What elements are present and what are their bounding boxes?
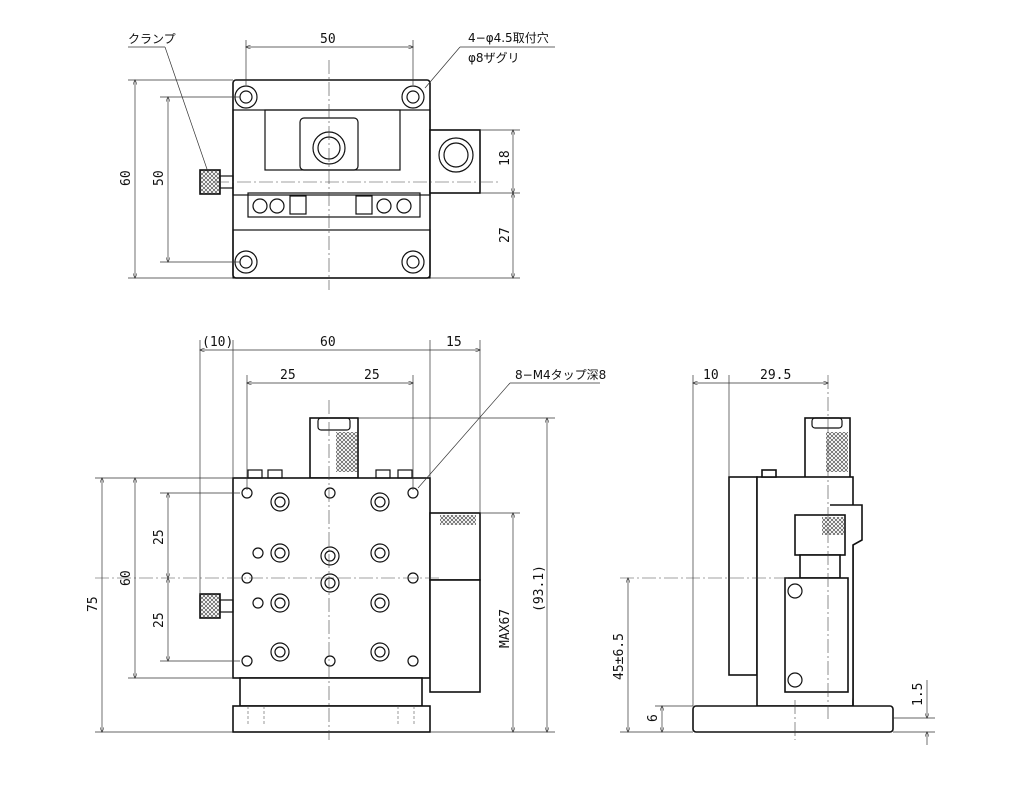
rail-screws xyxy=(252,195,412,215)
counterbore-hole xyxy=(370,642,390,662)
tap-hole xyxy=(252,547,264,559)
mount-hole-label: 4−φ4.5取付穴 xyxy=(468,30,549,45)
counterbore-hole xyxy=(270,492,290,512)
dim-total-height: 75 xyxy=(86,596,101,612)
dim-side-offset: 10 xyxy=(703,368,719,383)
side-view: 10 29.5 45±6.5 6 1.5 xyxy=(612,368,935,745)
dim-side-height: 45±6.5 xyxy=(612,633,627,680)
dim-top-hole-pitch: 50 xyxy=(152,170,167,186)
counterbore-hole xyxy=(374,597,386,609)
dim-micrometer-offset: 18 xyxy=(498,150,513,166)
tap-hole xyxy=(324,655,336,667)
tap-label: 8−M4タップ深8 xyxy=(515,368,606,382)
tap-bumps xyxy=(247,469,413,479)
dim-max: MAX67 xyxy=(498,609,513,648)
tap-hole xyxy=(252,597,264,609)
side-block xyxy=(784,577,849,693)
dim-overall: (93.1) xyxy=(532,565,547,612)
dim-top-height: 60 xyxy=(119,170,134,186)
counterbore-hole xyxy=(370,543,390,563)
rail-strip xyxy=(247,192,421,218)
dim-pitch-right: 25 xyxy=(364,368,380,383)
hole-grid xyxy=(241,487,419,667)
counterbore-hole xyxy=(374,496,386,508)
dim-top-width: 50 xyxy=(320,32,336,47)
tap-hole xyxy=(241,655,253,667)
counterbore-hole xyxy=(374,646,386,658)
counterbore-hole xyxy=(320,546,340,566)
dim-pitch-lower: 25 xyxy=(152,612,167,628)
dim-base: 6 xyxy=(646,714,661,722)
counterbore-hole xyxy=(324,550,336,562)
counterbore-hole xyxy=(270,642,290,662)
side-micrometer-top xyxy=(429,129,481,194)
counterbore-hole xyxy=(320,573,340,593)
tap-hole xyxy=(407,655,419,667)
dim-side-micrometer: 29.5 xyxy=(760,368,791,383)
counterbore-hole xyxy=(274,496,286,508)
counterbore-hole xyxy=(370,492,390,512)
counterbore-hole xyxy=(324,577,336,589)
dim-top-lower: 27 xyxy=(498,227,513,243)
counterbore-hole xyxy=(374,547,386,559)
counterbore-hole xyxy=(274,646,286,658)
dim-pitch-left: 25 xyxy=(280,368,296,383)
dim-clamp-offset: (10) xyxy=(202,335,233,350)
top-view: 50 クランプ 4−φ4.5取付穴 φ8ザグリ 60 50 18 27 xyxy=(119,30,555,290)
tap-hole xyxy=(324,487,336,499)
counterbore-label: φ8ザグリ xyxy=(468,51,520,65)
counterbore-hole xyxy=(270,593,290,613)
counterbore-hole xyxy=(274,597,286,609)
clamp-knob-front-icon xyxy=(199,593,221,619)
dim-stage-height: 60 xyxy=(119,570,134,586)
clamp-label: クランプ xyxy=(128,32,176,46)
base-plate-side xyxy=(692,705,894,733)
dim-pitch-upper: 25 xyxy=(152,529,167,545)
dim-front-width: 60 xyxy=(320,335,336,350)
counterbore-hole xyxy=(270,543,290,563)
front-view: (10) 60 15 25 25 8−M4タップ深8 75 60 25 25 M… xyxy=(86,335,606,740)
counterbore-hole xyxy=(274,547,286,559)
side-plate xyxy=(728,476,758,676)
counterbore-hole xyxy=(370,593,390,613)
dim-gap: 1.5 xyxy=(911,683,926,706)
base-plate-front xyxy=(232,705,431,733)
dim-micrometer-protrusion: 15 xyxy=(446,335,462,350)
